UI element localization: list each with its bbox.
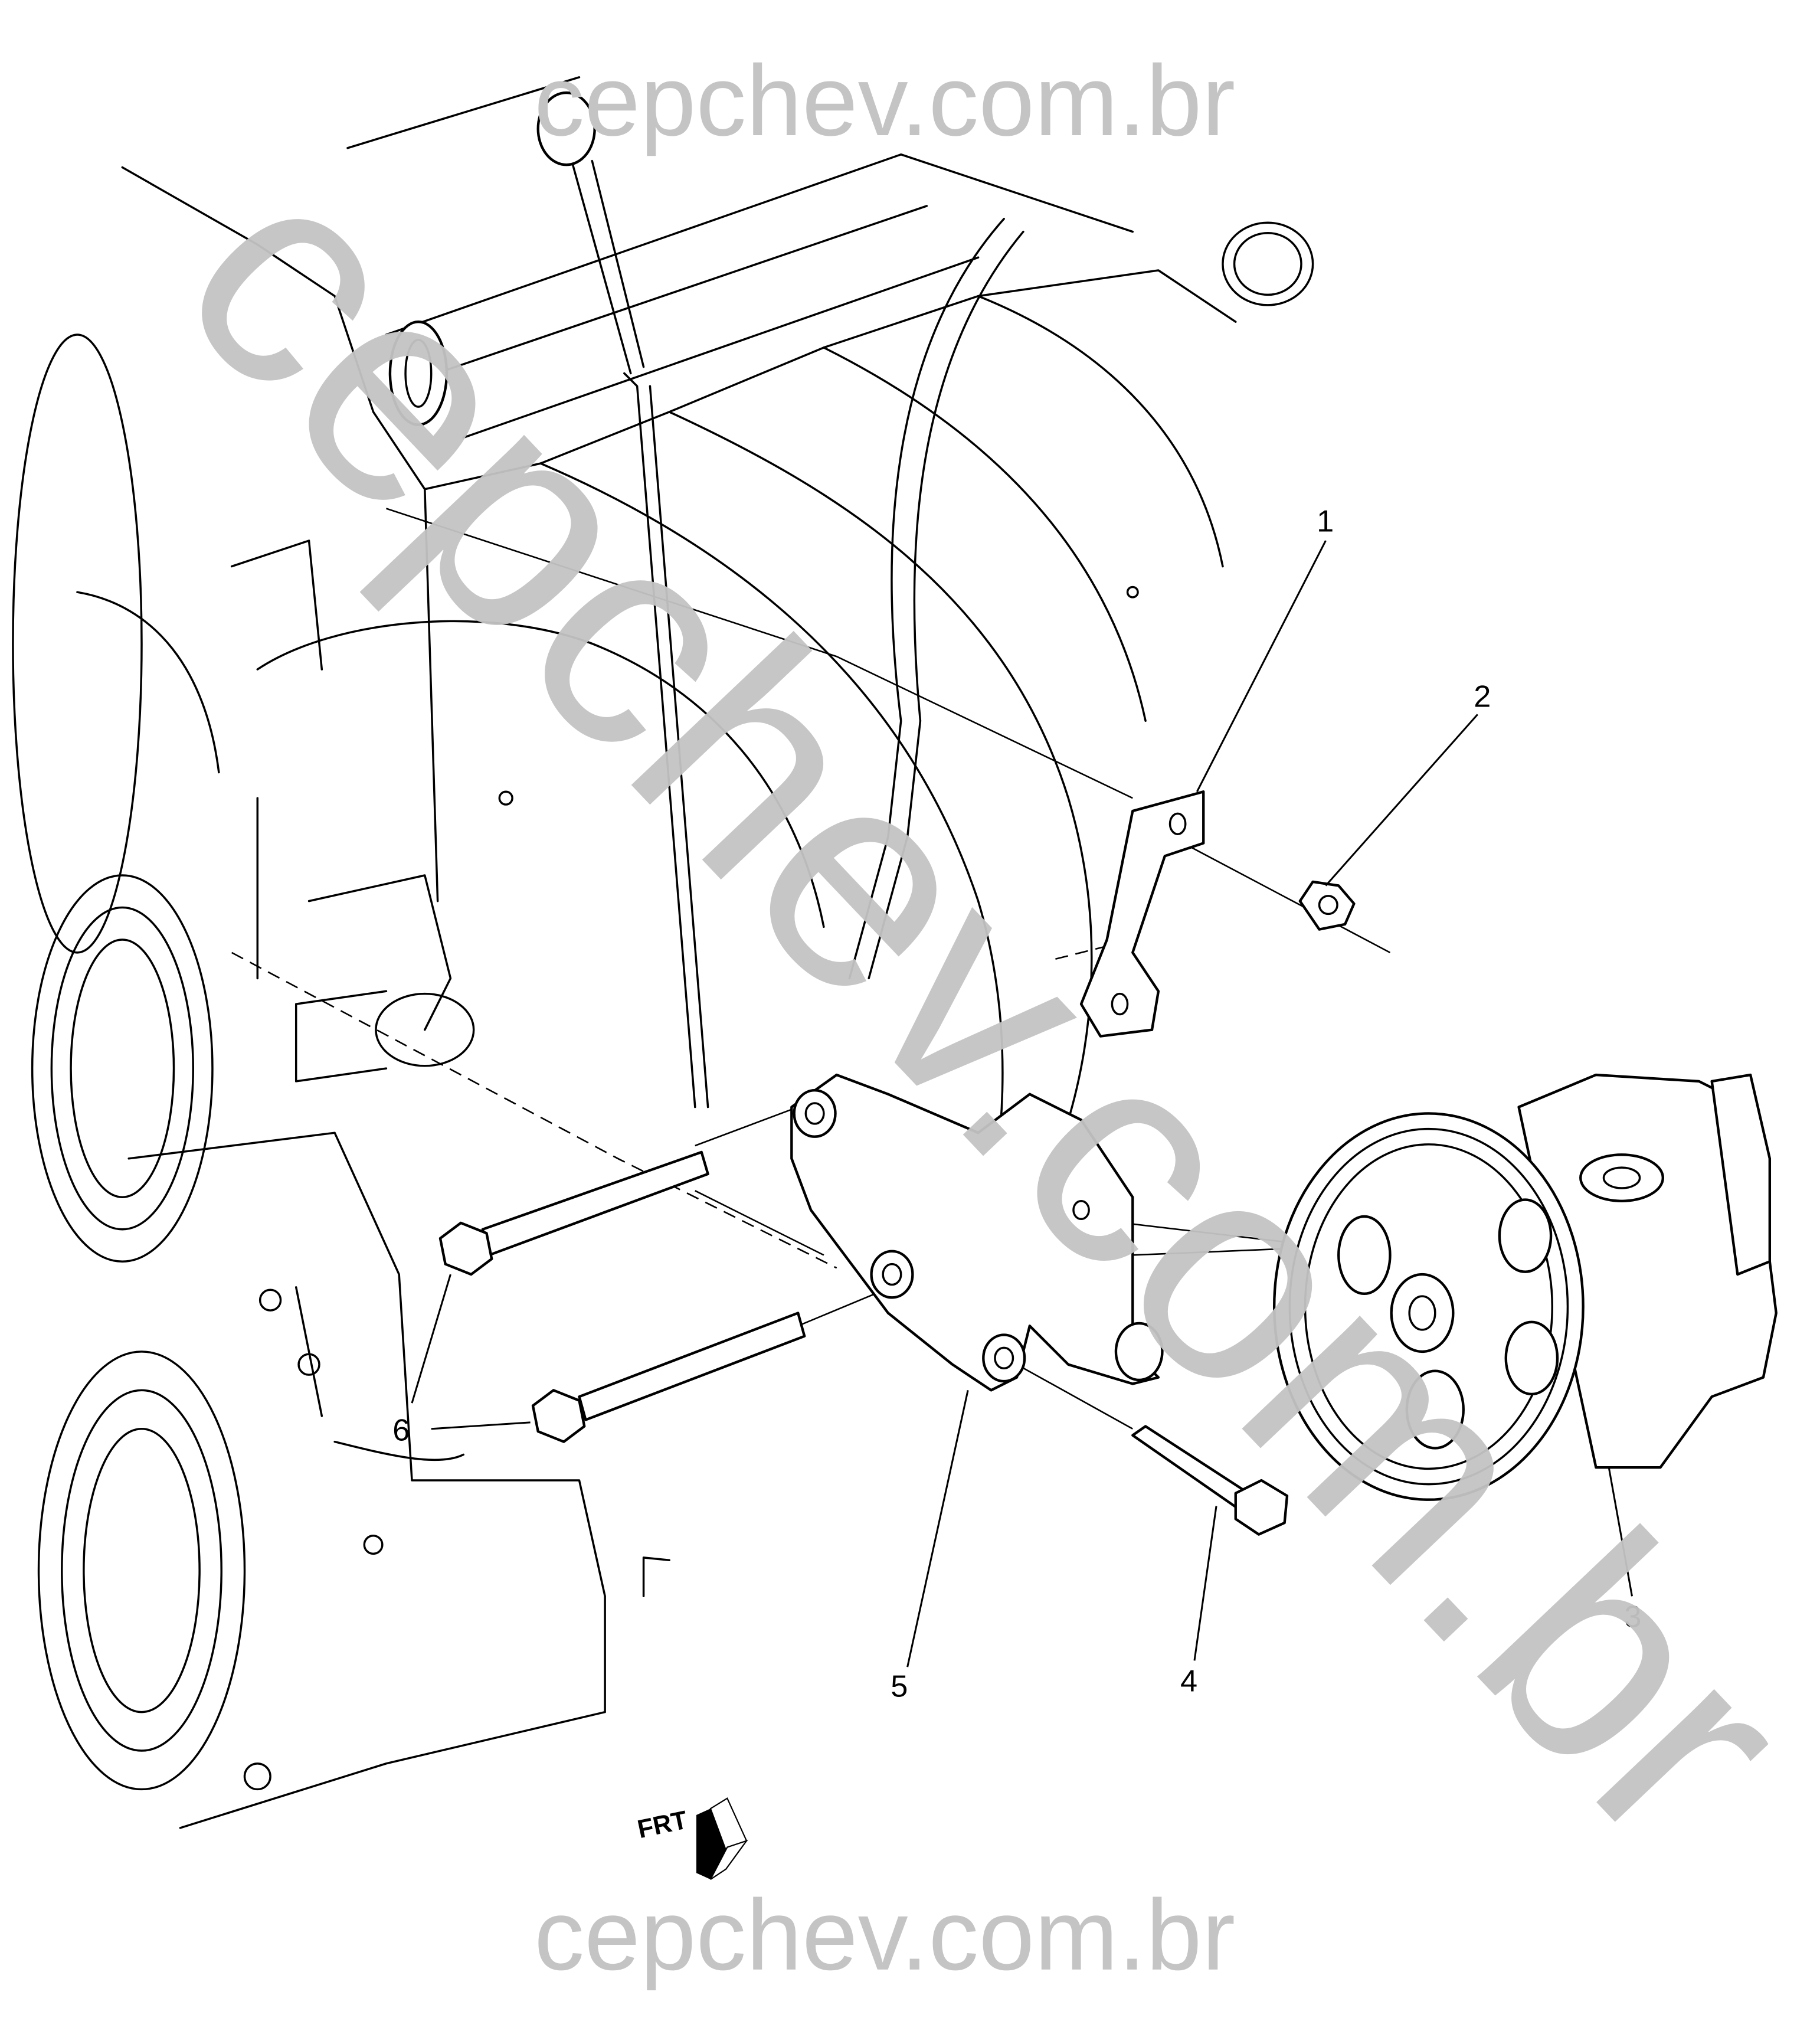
callout-6: 6 xyxy=(392,1413,410,1447)
part-6-bolt-upper xyxy=(438,1150,709,1276)
front-label: FRT xyxy=(635,1806,690,1844)
callout-1: 1 xyxy=(1317,505,1334,539)
callout-5: 5 xyxy=(891,1669,908,1703)
part-6-bolt-lower xyxy=(531,1312,806,1443)
callout-leaders xyxy=(411,540,1633,1667)
callout-2: 2 xyxy=(1474,679,1491,714)
part-3-power-steering-pump xyxy=(1273,1073,1778,1501)
part-4-bolt xyxy=(1131,1425,1289,1536)
front-arrow-icon: FRT xyxy=(635,1797,748,1881)
callout-4: 4 xyxy=(1180,1664,1197,1699)
part-1-bracket xyxy=(1079,790,1205,1038)
watermark-bottom: cepchev.com.br xyxy=(534,1879,1235,1991)
watermark-diagonal: cepchev.com.br xyxy=(119,103,1820,1908)
watermark-top: cepchev.com.br xyxy=(534,45,1235,157)
part-2-nut xyxy=(1298,880,1356,931)
part-5-pump-bracket xyxy=(790,1073,1164,1392)
engine-block xyxy=(12,76,1314,1829)
callout-3: 3 xyxy=(1624,1600,1641,1634)
